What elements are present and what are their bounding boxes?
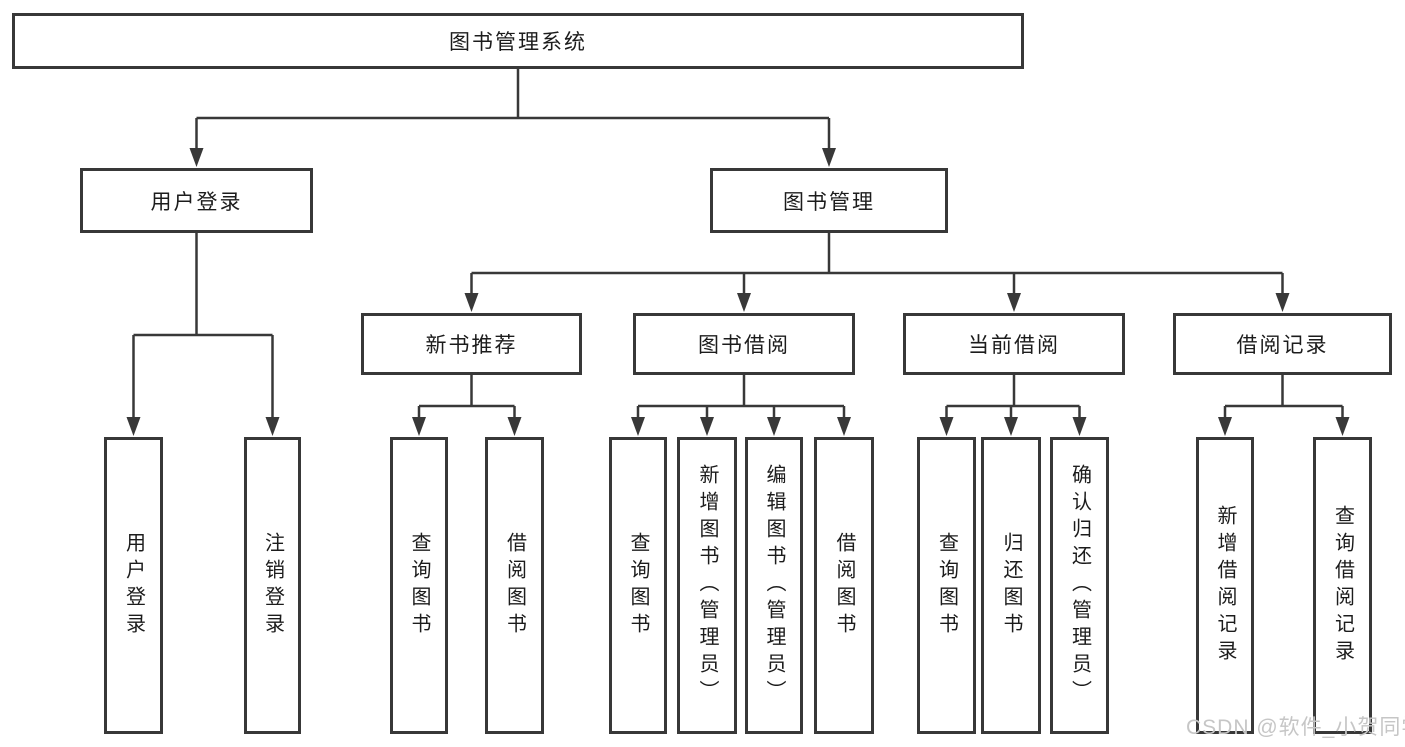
node-label: 当前借阅: [968, 334, 1060, 357]
node-leaf-bb-borrow: 借阅图书: [814, 437, 874, 734]
node-leaf-logout: 注销登录: [244, 437, 301, 734]
node-label: 借阅图书: [833, 531, 855, 640]
node-label: 查询图书: [408, 531, 430, 640]
node-leaf-cb-confirm: 确认归还（管理员）: [1050, 437, 1109, 734]
arrowhead-icon: [1275, 293, 1290, 312]
node-label: 用户登录: [122, 531, 145, 640]
node-book-borrow: 图书借阅: [633, 313, 855, 375]
node-leaf-cb-query: 查询图书: [917, 437, 976, 734]
arrowhead-icon: [1072, 417, 1087, 436]
arrowhead-icon: [464, 293, 479, 312]
node-label: 确认归还（管理员）: [1068, 464, 1091, 707]
arrowhead-icon: [939, 417, 954, 436]
node-label: 新增图书（管理员）: [696, 464, 718, 707]
node-leaf-bb-query: 查询图书: [609, 437, 667, 734]
arrowhead-icon: [189, 148, 204, 167]
node-leaf-nbr-query: 查询图书: [390, 437, 448, 734]
node-leaf-br-add: 新增借阅记录: [1196, 437, 1254, 734]
arrowhead-icon: [1004, 417, 1018, 436]
node-label: 图书借阅: [698, 334, 790, 357]
arrowhead-icon: [700, 417, 714, 436]
node-leaf-cb-return: 归还图书: [981, 437, 1041, 734]
node-label: 新书推荐: [425, 334, 518, 357]
node-leaf-user-login: 用户登录: [104, 437, 163, 734]
watermark: CSDN @软件_小贺同学: [1186, 716, 1405, 739]
node-label: 编辑图书（管理员）: [763, 464, 785, 707]
node-label: 借阅图书: [503, 531, 526, 640]
node-label: 图书管理系统: [449, 31, 587, 54]
arrowhead-icon: [1335, 417, 1350, 436]
arrowhead-icon: [737, 293, 751, 312]
node-label: 归还图书: [1000, 531, 1022, 640]
node-label: 查询图书: [935, 531, 958, 640]
node-book-mgmt: 图书管理: [710, 168, 948, 233]
arrowhead-icon: [265, 417, 280, 436]
arrowhead-icon: [1218, 417, 1232, 436]
arrowhead-icon: [822, 148, 836, 167]
node-leaf-bb-add: 新增图书（管理员）: [677, 437, 737, 734]
node-label: 新增借阅记录: [1214, 504, 1236, 667]
node-leaf-nbr-borrow: 借阅图书: [485, 437, 544, 734]
arrowhead-icon: [631, 417, 645, 436]
node-label: 查询借阅记录: [1331, 504, 1354, 667]
node-current-borrow: 当前借阅: [903, 313, 1125, 375]
node-leaf-br-query: 查询借阅记录: [1313, 437, 1372, 734]
node-root: 图书管理系统: [12, 13, 1024, 69]
node-user-login: 用户登录: [80, 168, 313, 233]
node-leaf-bb-edit: 编辑图书（管理员）: [745, 437, 803, 734]
arrowhead-icon: [412, 417, 426, 436]
arrowhead-icon: [507, 417, 522, 436]
node-label: 图书管理: [783, 190, 875, 214]
arrowhead-icon: [126, 417, 141, 436]
node-label: 用户登录: [150, 190, 243, 214]
node-label: 查询图书: [627, 531, 649, 640]
arrowhead-icon: [1007, 293, 1021, 312]
node-borrow-records: 借阅记录: [1173, 313, 1392, 375]
node-label: 注销登录: [261, 531, 284, 640]
arrowhead-icon: [767, 417, 781, 436]
node-new-book-rec: 新书推荐: [361, 313, 582, 375]
node-label: 借阅记录: [1236, 334, 1329, 357]
arrowhead-icon: [837, 417, 851, 436]
